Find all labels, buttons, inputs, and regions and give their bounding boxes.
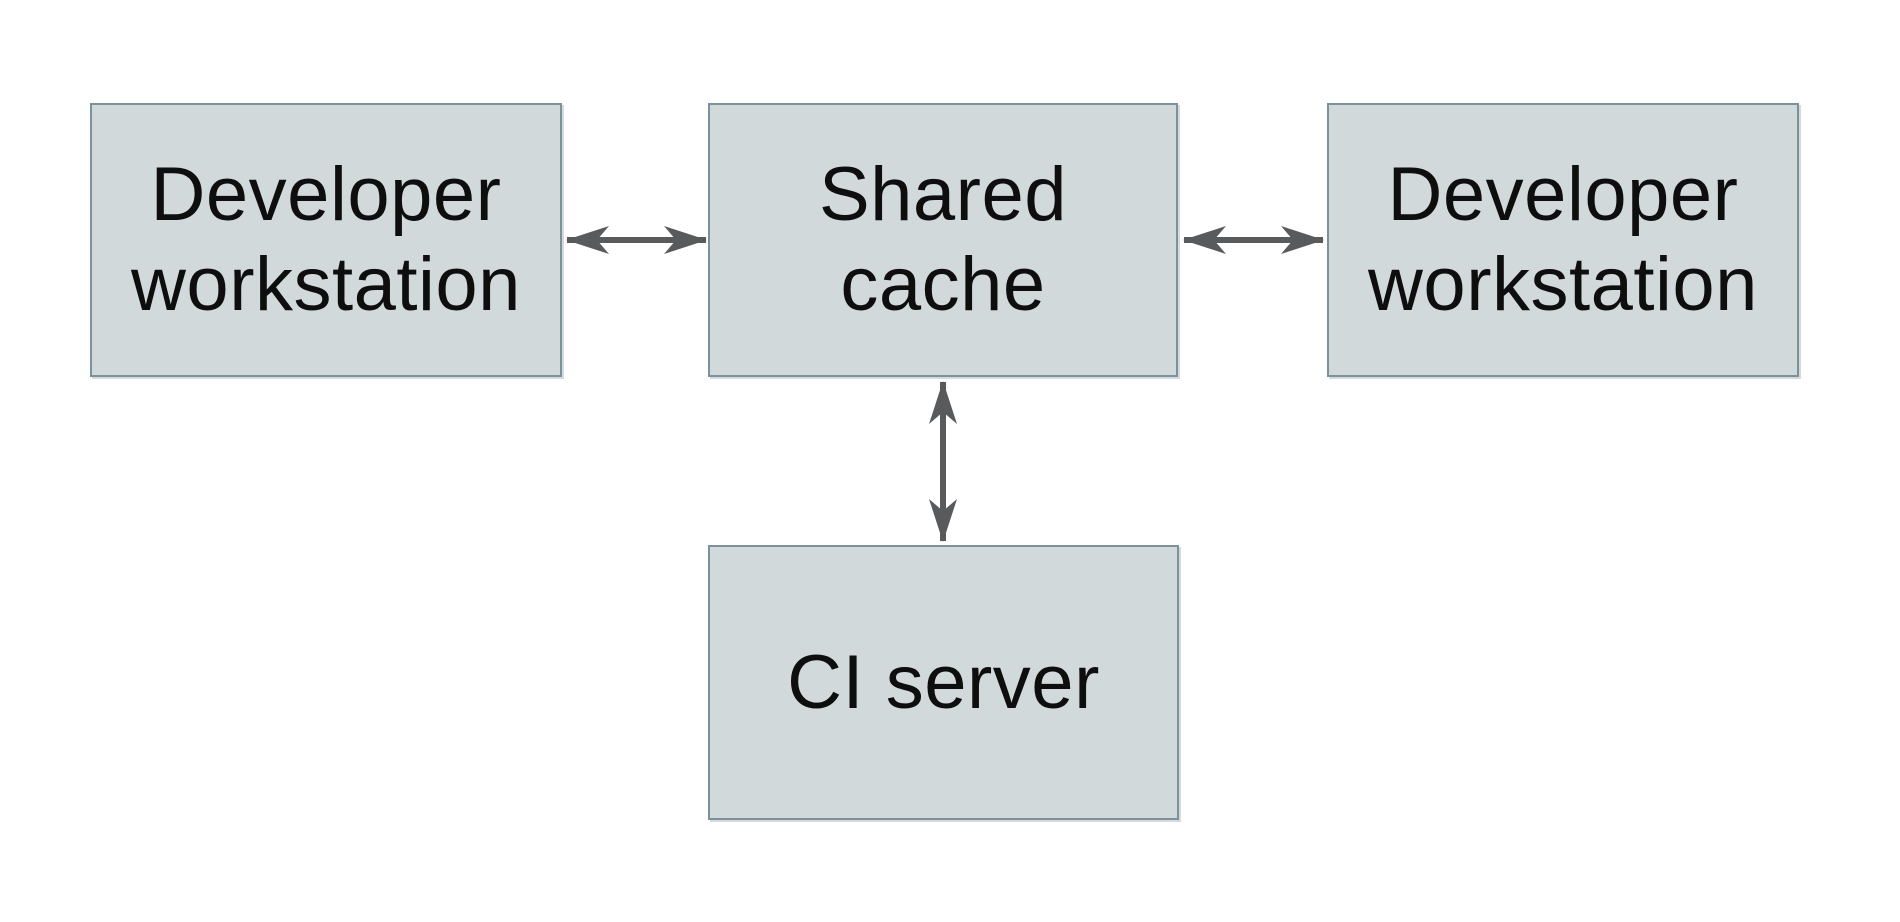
node-label-line: Developer xyxy=(1387,152,1739,237)
node-label-line: workstation xyxy=(1368,242,1758,327)
node-shared-cache: Shared cache xyxy=(708,103,1178,377)
node-label-line: CI server xyxy=(787,639,1100,725)
node-label-line: Shared xyxy=(818,152,1068,237)
node-ci-server: CI server xyxy=(708,545,1179,820)
node-label-line: workstation xyxy=(131,242,521,327)
node-developer-workstation-right: Developer workstation xyxy=(1327,103,1799,377)
node-developer-workstation-left: Developer workstation xyxy=(90,103,562,377)
node-label-line: cache xyxy=(840,242,1046,327)
node-label-line: Developer xyxy=(150,152,502,237)
